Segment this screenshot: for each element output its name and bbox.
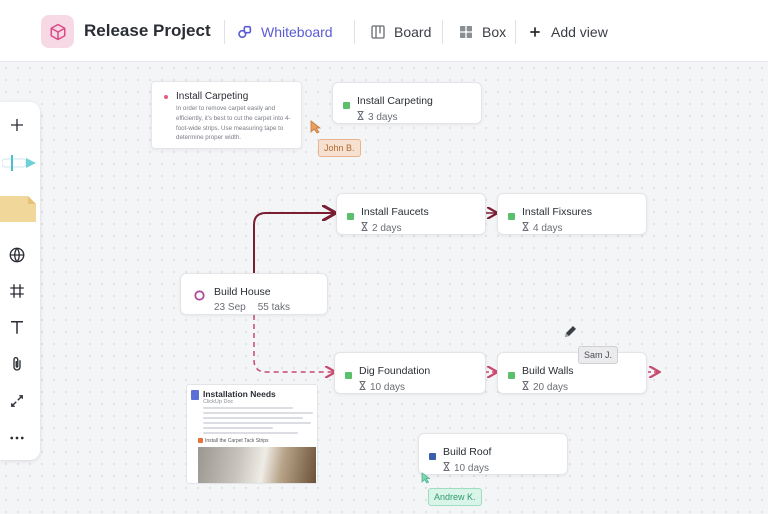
task-duration: 10 days bbox=[359, 381, 405, 393]
doc-heading: Install the Carpet Tack Strips bbox=[205, 438, 269, 444]
task-duration: 20 days bbox=[522, 381, 568, 393]
duration-text: 10 days bbox=[454, 462, 490, 474]
task-card-dig-foundation[interactable]: Dig Foundation 10 days bbox=[334, 352, 486, 394]
status-square-icon bbox=[347, 213, 354, 220]
tab-box[interactable]: Box bbox=[457, 21, 506, 43]
pen-cursor-icon bbox=[565, 326, 576, 337]
task-duration: 4 days bbox=[522, 222, 562, 234]
tab-board[interactable]: Board bbox=[369, 21, 431, 43]
add-view-label: Add view bbox=[551, 24, 608, 40]
cursor-label-john: John B. bbox=[318, 139, 361, 157]
doc-title: Installation Needs bbox=[203, 389, 276, 399]
plus-icon[interactable] bbox=[6, 114, 28, 136]
globe-icon[interactable] bbox=[6, 244, 28, 266]
task-title: Build Walls bbox=[522, 365, 574, 377]
duration-text: 2 days bbox=[372, 222, 402, 234]
tab-label: Whiteboard bbox=[261, 24, 333, 40]
hourglass-icon bbox=[361, 222, 368, 234]
doc-text-line bbox=[203, 412, 313, 414]
cursor-pointer-icon bbox=[421, 472, 431, 484]
connector-house-faucets bbox=[253, 213, 334, 273]
task-meta: 23 Sep 55 taks bbox=[214, 302, 290, 313]
task-card-build-walls[interactable]: Build Walls 20 days bbox=[497, 352, 647, 394]
tab-whiteboard[interactable]: Whiteboard bbox=[236, 21, 333, 43]
board-icon bbox=[369, 23, 387, 41]
status-square-icon bbox=[343, 102, 350, 109]
doc-text-line bbox=[203, 427, 273, 429]
project-icon[interactable] bbox=[41, 15, 74, 48]
connector-icon[interactable] bbox=[6, 390, 28, 412]
frame-icon[interactable] bbox=[6, 280, 28, 302]
status-square-icon bbox=[345, 372, 352, 379]
status-square-icon bbox=[508, 372, 515, 379]
sticky-note-icon[interactable] bbox=[0, 196, 36, 222]
doc-text-line bbox=[203, 417, 303, 419]
duration-text: 20 days bbox=[533, 381, 569, 393]
doc-embed-card[interactable]: Installation Needs ClickUp Doc Install t… bbox=[186, 384, 318, 484]
divider bbox=[224, 20, 225, 44]
task-card-build-roof[interactable]: Build Roof 10 days bbox=[418, 433, 568, 475]
task-card-install-fixsures[interactable]: Install Fixsures 4 days bbox=[497, 193, 647, 235]
status-ring-icon bbox=[194, 290, 205, 301]
status-square-icon bbox=[508, 213, 515, 220]
doc-icon bbox=[191, 390, 199, 400]
divider bbox=[354, 20, 355, 44]
task-duration: 2 days bbox=[361, 222, 401, 234]
duration-text: 10 days bbox=[370, 381, 406, 393]
project-title[interactable]: Release Project bbox=[84, 21, 211, 40]
note-card[interactable]: Install Carpeting In order to remove car… bbox=[151, 81, 302, 149]
task-card-build-house[interactable]: Build House 23 Sep 55 taks bbox=[180, 273, 328, 315]
task-duration: 10 days bbox=[443, 462, 489, 474]
divider bbox=[515, 20, 516, 44]
duration-text: 4 days bbox=[533, 222, 563, 234]
doc-text-line bbox=[203, 422, 311, 424]
task-card-install-faucets[interactable]: Install Faucets 2 days bbox=[336, 193, 486, 235]
task-title: Install Carpeting bbox=[357, 95, 433, 107]
tab-label: Box bbox=[482, 24, 507, 40]
connector-house-foundation bbox=[253, 315, 334, 372]
note-dot-icon bbox=[164, 95, 168, 99]
note-body: In order to remove carpet easily and eff… bbox=[176, 105, 291, 142]
whiteboard-canvas[interactable] bbox=[0, 62, 768, 514]
hourglass-icon bbox=[359, 381, 366, 393]
divider bbox=[442, 20, 443, 44]
duration-text: 3 days bbox=[368, 111, 398, 123]
marker-icon[interactable] bbox=[2, 152, 36, 174]
task-card-install-carpeting[interactable]: Install Carpeting 3 days bbox=[332, 82, 482, 124]
text-icon[interactable] bbox=[6, 316, 28, 338]
task-duration: 3 days bbox=[357, 111, 397, 123]
task-date: 23 Sep bbox=[214, 302, 246, 313]
hourglass-icon bbox=[522, 222, 529, 234]
top-bar: Release Project Whiteboard Board Box Add… bbox=[0, 0, 768, 62]
hourglass-icon bbox=[522, 381, 529, 393]
hourglass-icon bbox=[357, 111, 364, 123]
attachment-icon[interactable] bbox=[6, 353, 28, 375]
whiteboard-toolbar bbox=[0, 102, 40, 460]
doc-heading-badge bbox=[198, 438, 203, 443]
task-title: Dig Foundation bbox=[359, 365, 431, 377]
hourglass-icon bbox=[443, 462, 450, 474]
task-count: 55 taks bbox=[257, 302, 290, 313]
tab-label: Board bbox=[394, 24, 432, 40]
add-view-button[interactable]: Add view bbox=[526, 21, 608, 43]
plus-icon bbox=[526, 23, 544, 41]
note-title: Install Carpeting bbox=[176, 91, 249, 102]
whiteboard-icon bbox=[236, 23, 254, 41]
cursor-label-sam: Sam J. bbox=[578, 346, 619, 364]
task-title: Build Roof bbox=[443, 446, 492, 458]
doc-subtitle: ClickUp Doc bbox=[203, 399, 234, 405]
cursor-label-andrew: Andrew K. bbox=[428, 488, 482, 506]
cursor-pointer-icon bbox=[310, 120, 322, 134]
more-icon[interactable] bbox=[6, 427, 28, 449]
task-title: Build House bbox=[214, 286, 271, 298]
box-icon bbox=[457, 23, 475, 41]
doc-text-line bbox=[203, 407, 293, 409]
task-title: Install Faucets bbox=[361, 206, 429, 218]
status-square-icon bbox=[429, 453, 436, 460]
doc-image bbox=[198, 447, 316, 483]
doc-text-line bbox=[203, 432, 298, 434]
task-title: Install Fixsures bbox=[522, 206, 593, 218]
